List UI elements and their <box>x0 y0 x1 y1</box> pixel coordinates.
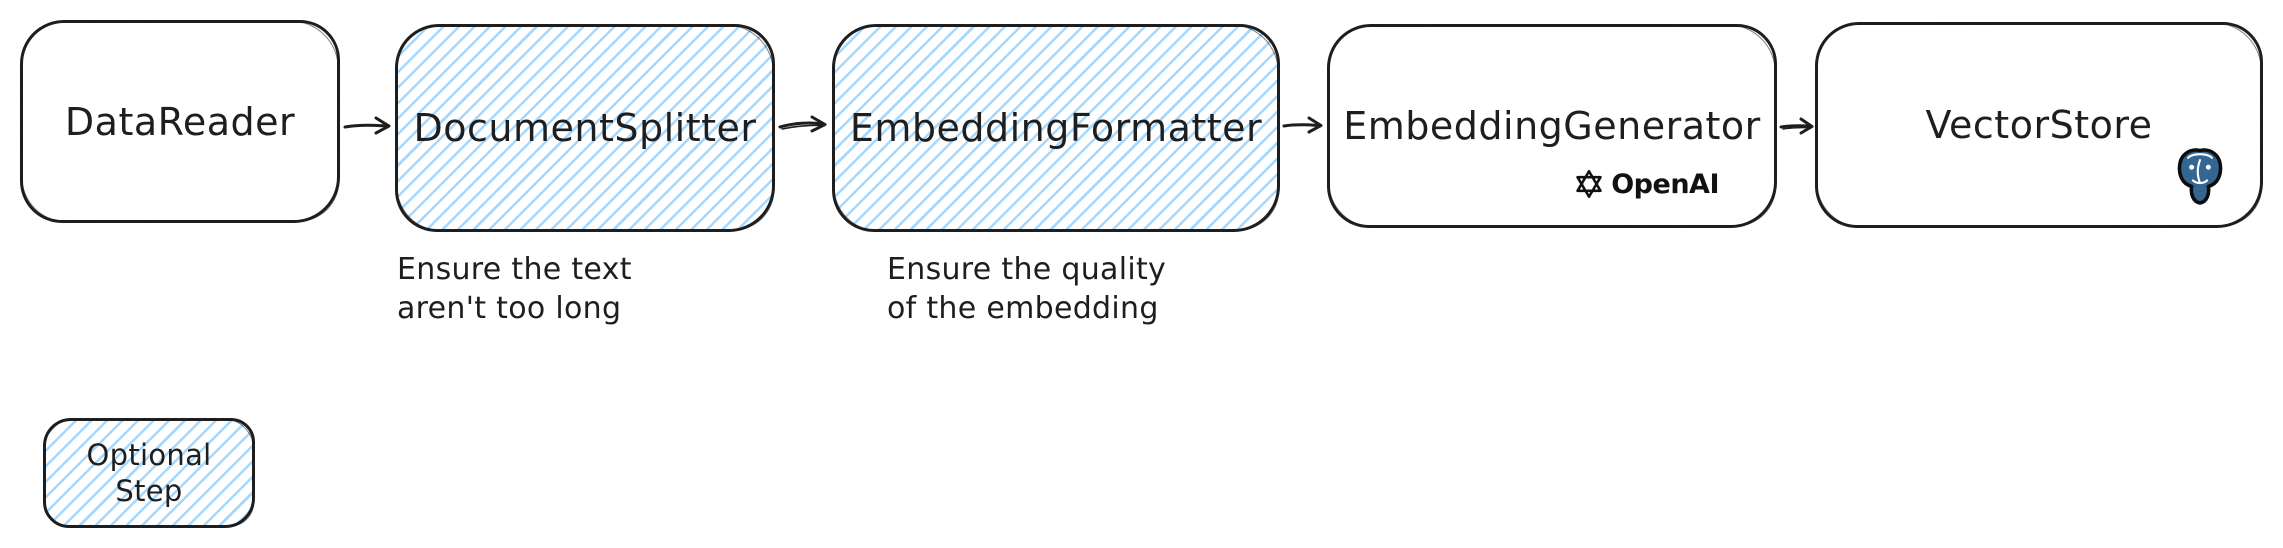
node-documentsplitter: DocumentSplitter <box>395 24 775 232</box>
node-datareader-label: DataReader <box>64 99 296 144</box>
postgresql-icon <box>2177 148 2223 205</box>
node-embeddinggenerator-label: EmbeddingGenerator <box>1343 104 1761 148</box>
openai-badge: OpenAI <box>1572 167 1719 201</box>
note-embeddingformatter: Ensure the quality of the embedding <box>887 250 1166 328</box>
note-documentsplitter: Ensure the text aren't too long <box>397 250 632 328</box>
openai-icon <box>1576 169 1602 199</box>
node-datareader: DataReader <box>20 20 340 223</box>
flow-arrow-icon <box>778 115 827 133</box>
note-line: of the embedding <box>887 291 1159 326</box>
flow-arrow-icon <box>343 116 391 135</box>
node-embeddingformatter-label: EmbeddingFormatter <box>849 106 1263 150</box>
flow-arrow-icon <box>1779 117 1814 135</box>
note-line: Ensure the text <box>397 252 632 287</box>
node-vectorstore-label: VectorStore <box>1925 103 2153 147</box>
legend-line: Step <box>115 474 183 508</box>
note-line: aren't too long <box>397 291 622 326</box>
flow-arrow-icon <box>1282 116 1323 134</box>
legend-optional-step: Optional Step <box>43 418 255 528</box>
legend-optional-step-label: Optional Step <box>86 437 211 509</box>
node-vectorstore: VectorStore <box>1815 22 2263 228</box>
legend-line: Optional <box>86 438 212 472</box>
openai-label: OpenAI <box>1611 168 1719 200</box>
node-documentsplitter-label: DocumentSplitter <box>413 106 757 150</box>
node-embeddinggenerator: EmbeddingGenerator OpenAI <box>1327 24 1777 228</box>
note-line: Ensure the quality <box>887 252 1167 287</box>
node-embeddingformatter: EmbeddingFormatter <box>832 24 1280 232</box>
